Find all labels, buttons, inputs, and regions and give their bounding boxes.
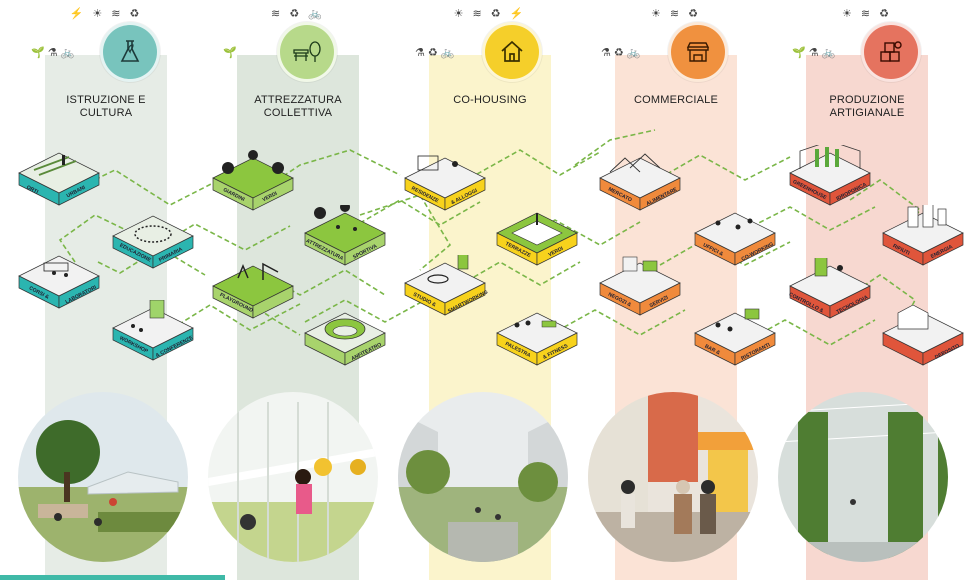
module-bar-ristoranti[interactable]: BAR & RISTORANTI <box>690 305 780 367</box>
module-greenhouse-idroponica[interactable]: GREENHOUSE IDROPONICA <box>785 145 875 207</box>
category-label: CO-HOUSING <box>453 94 527 106</box>
bottom-accent-bar <box>0 575 225 580</box>
link <box>459 261 581 286</box>
link <box>469 149 601 179</box>
module-workshop-conferenze[interactable]: WORKSHOP & CONFERENZE <box>108 300 198 362</box>
category-label: COMMERCIALE <box>633 94 719 106</box>
sustainability-icons-2: 🌱 ⚗ 🚲 <box>792 46 836 59</box>
garden-photo-icon <box>18 392 188 562</box>
market-stall-icon <box>667 22 728 82</box>
module-deposito[interactable]: DEPOSITO <box>878 305 968 367</box>
sustainability-icons-2: 🌱 <box>223 46 237 59</box>
link <box>58 214 131 263</box>
module-playground[interactable]: PLAYGROUND <box>208 258 298 320</box>
module-studio-smartworking[interactable]: STUDIO & SMARTWORKING <box>400 255 490 317</box>
module-orti-urbani[interactable]: ORTI URBANI <box>14 145 104 207</box>
sustainability-icons-2: 🌱 ⚗ 🚲 <box>31 46 75 59</box>
module-uffici-coworking[interactable]: UFFICI & CO-WORKING <box>690 205 780 267</box>
module-giardini-verdi[interactable]: GIARDINI VERDI <box>208 150 298 212</box>
market-photo-icon <box>588 392 758 562</box>
module-residenze-alloggi[interactable]: RESIDENZE & ALLOGGI <box>400 150 490 212</box>
link <box>154 223 291 251</box>
module-controllo-tecnologia[interactable]: CONTROLLO & TECNOLOGIA <box>785 258 875 320</box>
sustainability-icons-2: ⚗ ♻ 🚲 <box>415 46 455 59</box>
boxes-gear-icon <box>860 22 921 82</box>
photo-istruzione <box>18 392 188 562</box>
photo-cohousing <box>398 392 568 562</box>
category-commerciale: ☀ ≋ ♻ ⚗ ♻ 🚲 COMMERCIALE <box>601 8 751 107</box>
sustainability-icons: ☀ ≋ ♻ <box>650 8 702 20</box>
link <box>304 299 426 323</box>
module-terrazze-verdi[interactable]: TERRAZZE VERDI <box>492 205 582 267</box>
vertical-farm-photo-icon <box>778 392 948 562</box>
link <box>659 154 791 181</box>
flask-plant-icon <box>99 22 160 82</box>
link <box>574 129 656 166</box>
link <box>549 309 686 336</box>
link <box>744 206 876 231</box>
link <box>87 169 216 206</box>
link <box>164 303 301 334</box>
link <box>359 194 452 271</box>
sustainability-icons: ≋ ♻ 🚲 <box>271 8 325 20</box>
module-negozi-servizi[interactable]: NEGOZI & SERVIZI <box>595 255 685 317</box>
courtyard-photo-icon <box>398 392 568 562</box>
photo-commerciale <box>588 392 758 562</box>
photo-attrezzatura <box>208 392 378 562</box>
module-rifiuti-energia[interactable]: RIFIUTI ENERGIA <box>878 205 968 267</box>
bench-tree-icon <box>276 22 337 82</box>
sustainability-icons: ☀ ≋ ♻ ⚡ <box>453 8 527 20</box>
link <box>359 199 481 226</box>
module-educazione-primaria[interactable]: EDUCAZIONE PRIMARIA <box>108 208 198 270</box>
photo-produzione <box>778 392 948 562</box>
sustainability-icons: ⚡ ☀ ≋ ♻ <box>69 8 143 20</box>
playground-photo-icon <box>208 392 378 562</box>
module-attrezzatura-sportiva[interactable]: ATTREZZATURA SPORTIVA <box>300 205 390 267</box>
sustainability-icons: ☀ ≋ ♻ <box>841 8 893 20</box>
module-corsi-laboratori[interactable]: CORSI & LABORATORI <box>14 248 104 310</box>
category-cohousing: ☀ ≋ ♻ ⚡ ⚗ ♻ 🚲 CO-HOUSING <box>415 8 565 107</box>
module-anfiteatro[interactable]: ANFITEATRO <box>300 305 390 367</box>
module-mercato-alimentare[interactable]: MERCATO ALIMENTARE <box>595 150 685 212</box>
link <box>659 241 791 266</box>
module-palestra-fitness[interactable]: PALESTRA & FITNESS <box>492 305 582 367</box>
house-icon <box>481 22 542 82</box>
sustainability-icons-2: ⚗ ♻ 🚲 <box>601 46 641 59</box>
